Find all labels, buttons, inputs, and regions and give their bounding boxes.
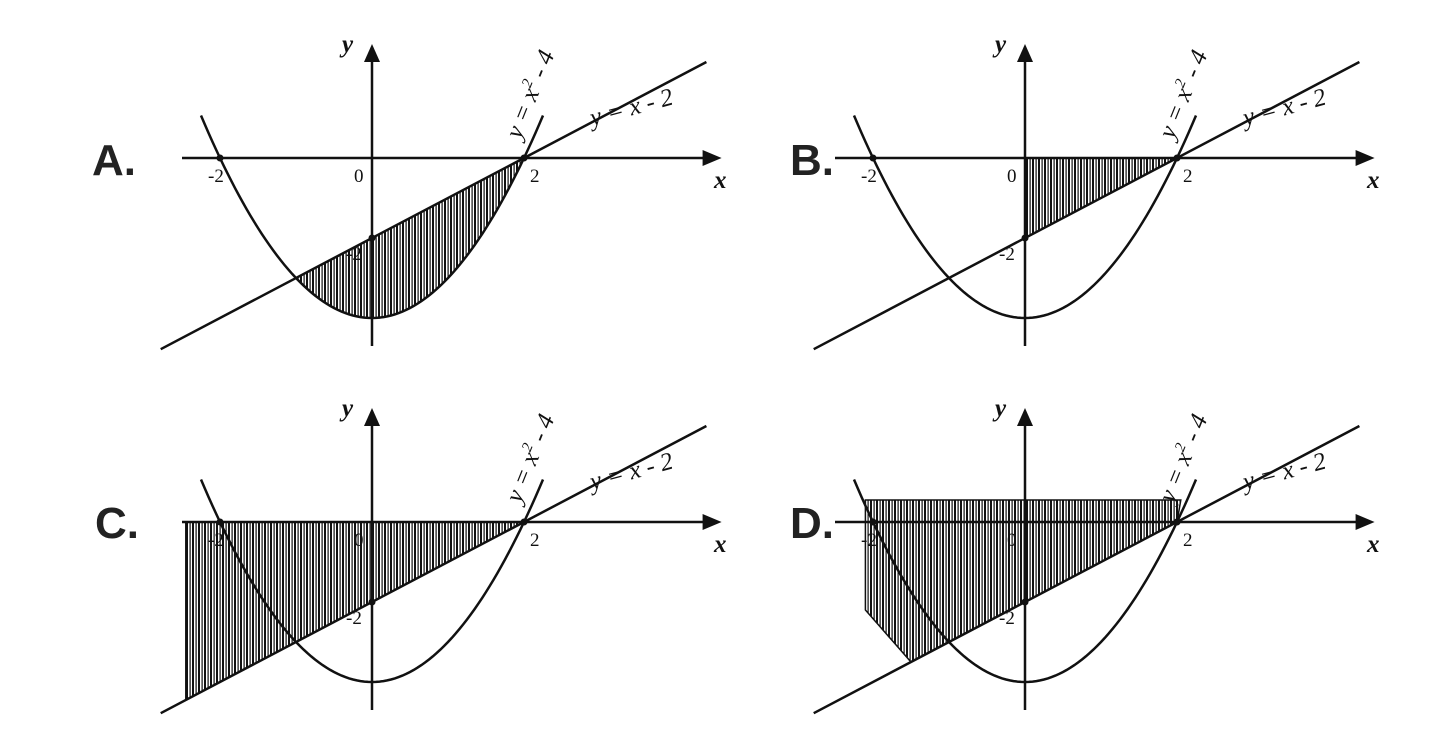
tick-label-origin: 0 (1007, 166, 1017, 187)
y-axis-label: y (339, 31, 354, 58)
tick-label-x-pos2: 2 (1183, 166, 1193, 187)
intercept-dot (216, 518, 224, 526)
option-label: D. (790, 499, 834, 548)
intercept-dot (869, 518, 877, 526)
y-axis-arrow-icon (1017, 408, 1033, 426)
parabola-equation-label: y = x2 - 4 (499, 46, 561, 145)
x-axis-label: x (713, 167, 727, 194)
y-axis-arrow-icon (364, 44, 380, 62)
parabola-curve (852, 115, 1198, 320)
line-equation-label: y = x - 2 (584, 84, 676, 133)
intercept-dot (869, 154, 877, 162)
tick-label-origin: 0 (354, 166, 364, 187)
graph-panel-a: A. x y -2 0 2 -2 y = x2 - 4 y = x - 2 (92, 31, 727, 351)
intercept-dot (368, 598, 376, 606)
tick-label-x-neg2: -2 (208, 530, 224, 551)
y-axis-arrow-icon (1017, 44, 1033, 62)
y-axis-label: y (339, 395, 354, 422)
x-axis-label: x (1366, 167, 1380, 194)
tick-label-origin: 0 (354, 530, 364, 551)
intercept-dot (1021, 598, 1029, 606)
y-axis-label: y (992, 31, 1007, 58)
shaded-region (294, 156, 526, 319)
graph-panel-b: B. x y -2 0 2 -2 y = x2 - 4 y = x - 2 (790, 31, 1380, 351)
parabola-label-base: y = x (1153, 84, 1198, 145)
parabola-curve (199, 479, 545, 684)
x-axis-arrow-icon (1355, 514, 1375, 530)
intercept-dot (216, 154, 224, 162)
parabola-label-base: y = x (500, 448, 545, 509)
intercept-dot (520, 154, 528, 162)
tick-label-x-neg2: -2 (861, 530, 877, 551)
tick-label-x-neg2: -2 (208, 166, 224, 187)
parabola-equation-label: y = x2 - 4 (1152, 410, 1214, 509)
line-equation-label: y = x - 2 (584, 448, 676, 497)
x-axis-arrow-icon (1355, 150, 1375, 166)
intercept-dot (1173, 518, 1181, 526)
option-label: B. (790, 136, 834, 185)
line-graph (160, 424, 707, 715)
y-axis-label: y (992, 395, 1007, 422)
tick-label-x-neg2: -2 (861, 166, 877, 187)
tick-label-y-neg2: -2 (346, 244, 362, 265)
line-graph (160, 60, 707, 351)
x-axis-arrow-icon (702, 514, 722, 530)
parabola-equation-label: y = x2 - 4 (499, 410, 561, 509)
parabola-curve (199, 115, 545, 320)
tick-label-y-neg2: -2 (999, 244, 1015, 265)
shaded-region (864, 499, 1182, 663)
intercept-dot (1173, 154, 1181, 162)
tick-label-x-pos2: 2 (1183, 530, 1193, 551)
parabola-equation-label: y = x2 - 4 (1152, 46, 1214, 145)
x-axis-label: x (713, 531, 727, 558)
line-graph (813, 60, 1360, 351)
tick-label-y-neg2: -2 (999, 608, 1015, 629)
tick-label-origin: 0 (1007, 530, 1017, 551)
intercept-dot (520, 518, 528, 526)
y-axis-arrow-icon (364, 408, 380, 426)
option-label: C. (95, 499, 139, 548)
intercept-dot (368, 234, 376, 242)
x-axis-arrow-icon (702, 150, 722, 166)
line-equation-label: y = x - 2 (1237, 448, 1329, 497)
parabola-label-base: y = x (500, 84, 545, 145)
tick-label-x-pos2: 2 (530, 166, 540, 187)
graph-panel-c: C. x y -2 0 2 -2 y = x2 - 4 y = x - 2 (95, 395, 727, 715)
graph-panel-d: D. x y -2 0 2 -2 y = x2 - 4 y = x - 2 (790, 395, 1380, 715)
line-equation-label: y = x - 2 (1237, 84, 1329, 133)
tick-label-x-pos2: 2 (530, 530, 540, 551)
tick-label-y-neg2: -2 (346, 608, 362, 629)
x-axis-label: x (1366, 531, 1380, 558)
parabola-curve (852, 479, 1198, 684)
option-label: A. (92, 136, 136, 185)
intercept-dot (1021, 234, 1029, 242)
line-graph (813, 424, 1360, 715)
